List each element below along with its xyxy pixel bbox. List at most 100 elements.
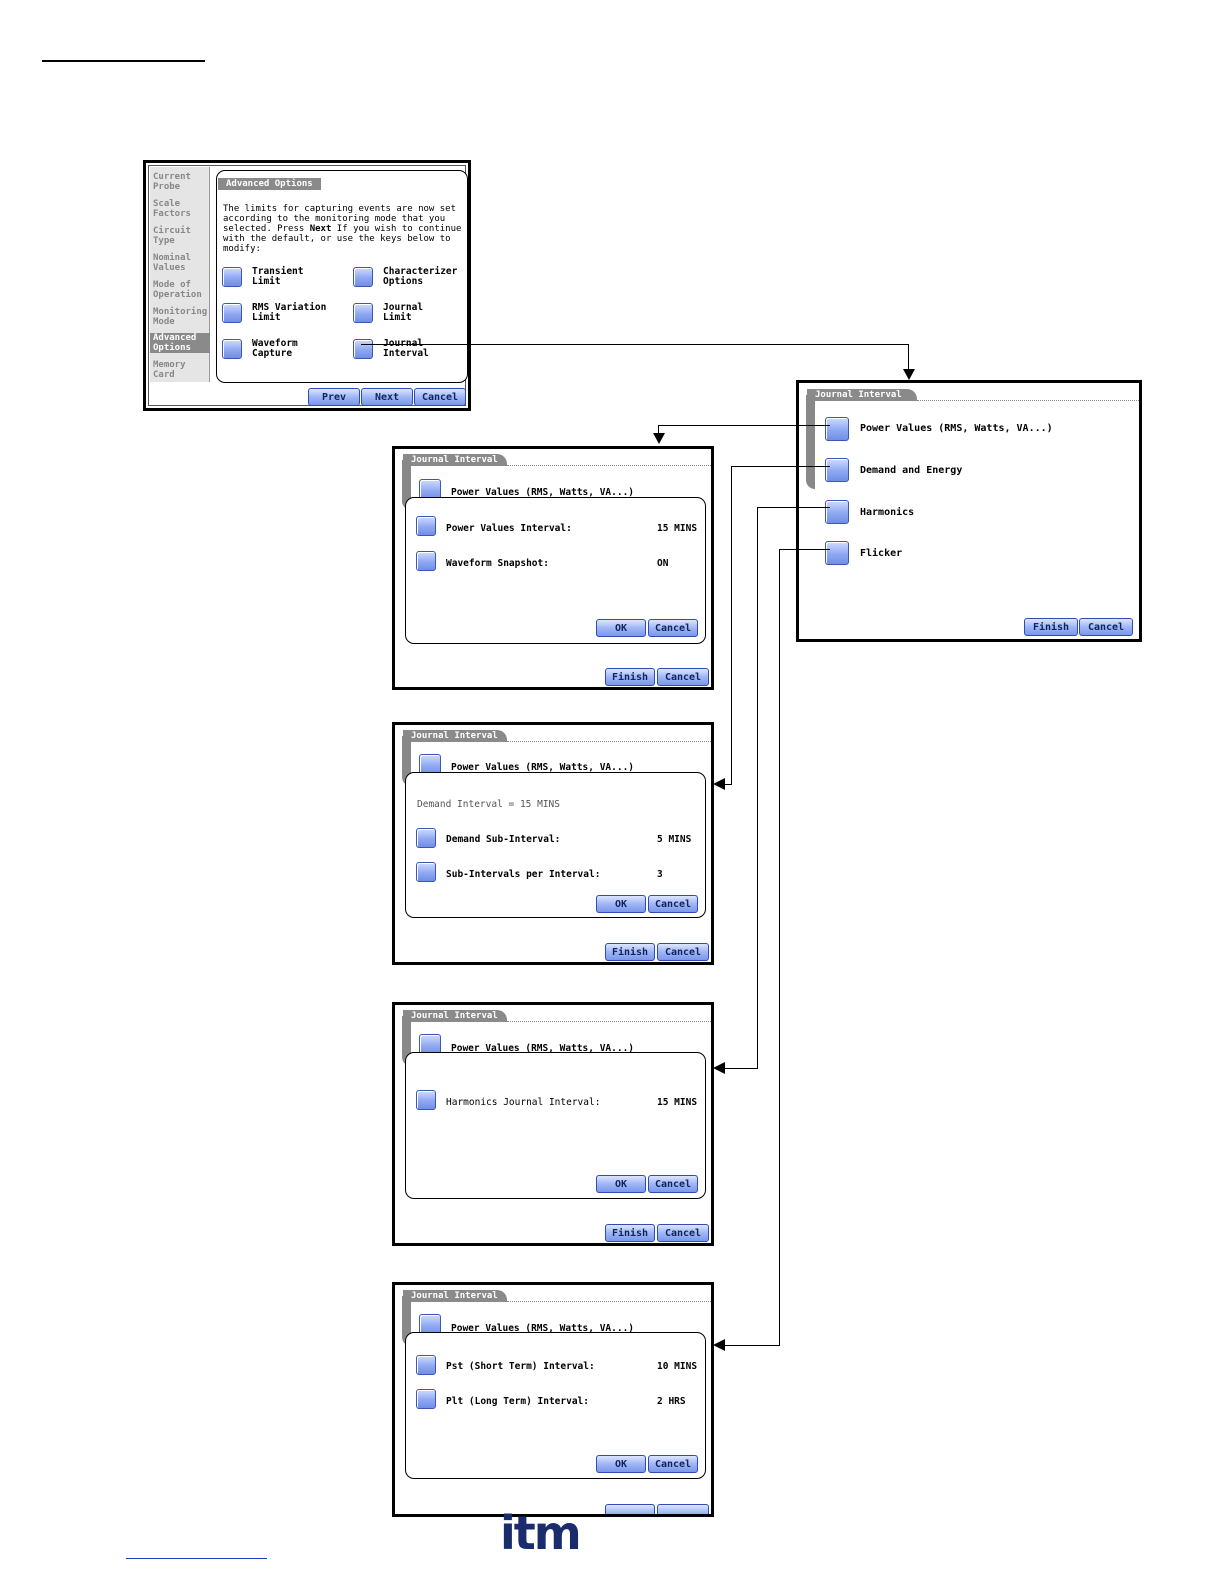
flicker-label: Flicker	[860, 548, 903, 559]
waveform-capture-button[interactable]	[222, 339, 242, 359]
sidebar-item-current-probe[interactable]: Current Probe	[153, 172, 191, 192]
plt-interval-button[interactable]	[416, 1389, 436, 1409]
finish-button[interactable]: Finish	[605, 668, 655, 686]
sidebar-item-nominal-values[interactable]: Nominal Values	[153, 253, 191, 273]
power-values-popup: Power Values Interval: 15 MINS Waveform …	[405, 497, 706, 644]
cancel-button[interactable]: Cancel	[657, 668, 709, 686]
cancel-button[interactable]: Cancel	[657, 1224, 709, 1242]
flicker-button[interactable]	[825, 541, 849, 565]
connector-arrow	[903, 369, 915, 380]
popup-cancel-button[interactable]: Cancel	[648, 895, 698, 913]
finish-button[interactable]: Finish	[1024, 618, 1078, 636]
harmonics-button[interactable]	[825, 500, 849, 524]
demand-sub-interval-label: Demand Sub-Interval:	[446, 834, 561, 845]
connector-line	[361, 344, 909, 345]
pst-interval-value: 10 MINS	[657, 1361, 698, 1372]
sidebar-item-memory-card[interactable]: Memory Card	[153, 360, 186, 380]
cancel-button[interactable]: Cancel	[1079, 618, 1133, 636]
power-values-label: Power Values (RMS, Watts, VA...)	[860, 423, 1053, 434]
power-values-label: Power Values (RMS, Watts, VA...)	[451, 487, 635, 498]
pst-interval-button[interactable]	[416, 1355, 436, 1375]
connector-line	[724, 784, 732, 785]
connector-line	[724, 1345, 780, 1346]
demand-energy-button[interactable]	[825, 458, 849, 482]
journal-limit-label: Journal Limit	[383, 302, 424, 323]
journal-interval-tab: Journal Interval	[403, 1010, 507, 1022]
characterizer-options-label: Characterizer Options	[383, 266, 458, 287]
power-values-label: Power Values (RMS, Watts, VA...)	[451, 1043, 635, 1054]
demand-energy-label: Demand and Energy	[860, 465, 963, 476]
finish-button[interactable]: Finish	[605, 1224, 655, 1242]
power-values-label: Power Values (RMS, Watts, VA...)	[451, 762, 635, 773]
flicker-popup: Pst (Short Term) Interval: 10 MINS Plt (…	[405, 1332, 706, 1479]
prev-button[interactable]: Prev	[308, 388, 360, 406]
demand-sub-interval-button[interactable]	[416, 828, 436, 848]
connector-line	[779, 549, 780, 1346]
sub-intervals-per-interval-value: 3	[657, 869, 663, 880]
harmonics-label: Harmonics	[860, 507, 915, 518]
journal-interval-screen: Journal Interval Power Values (RMS, Watt…	[796, 380, 1142, 642]
sidebar-item-circuit-type[interactable]: Circuit Type	[153, 226, 191, 246]
next-button[interactable]: Next	[361, 388, 413, 406]
popup-cancel-button[interactable]: Cancel	[648, 1455, 698, 1473]
power-values-interval-label: Power Values Interval:	[446, 523, 572, 534]
sidebar-item-advanced-options[interactable]: Advanced Options	[150, 333, 210, 353]
connector-line	[658, 425, 830, 426]
transient-limit-button[interactable]	[222, 267, 242, 287]
power-values-button[interactable]	[825, 417, 849, 441]
connector-line	[731, 466, 830, 467]
journal-interval-tab: Journal Interval	[807, 389, 917, 401]
transient-limit-label: Transient Limit	[252, 266, 304, 287]
ok-button[interactable]: OK	[596, 895, 646, 913]
flicker-screen: Journal Interval Power Values (RMS, Watt…	[392, 1282, 714, 1517]
waveform-capture-label: Waveform Capture	[252, 338, 298, 359]
harmonics-journal-interval-button[interactable]	[416, 1090, 436, 1110]
connector-line	[658, 425, 659, 436]
itm-logo: itm	[500, 1506, 582, 1560]
popup-cancel-button[interactable]: Cancel	[648, 1175, 698, 1193]
connector-arrow	[713, 1062, 725, 1074]
waveform-snapshot-value: ON	[657, 558, 669, 569]
waveform-snapshot-button[interactable]	[416, 551, 436, 571]
connector-line	[731, 466, 732, 784]
journal-interval-button[interactable]	[353, 339, 373, 359]
ok-button[interactable]: OK	[596, 619, 646, 637]
header-rule	[42, 60, 205, 62]
demand-energy-screen: Journal Interval Power Values (RMS, Watt…	[392, 722, 714, 965]
power-values-label: Power Values (RMS, Watts, VA...)	[451, 1323, 635, 1334]
advanced-options-screen: Current Probe Scale Factors Circuit Type…	[143, 160, 471, 411]
journal-interval-tab: Journal Interval	[403, 1290, 507, 1302]
connector-arrow	[653, 433, 665, 444]
demand-sub-interval-value: 5 MINS	[657, 834, 692, 845]
advanced-options-panel: Advanced Options The limits for capturin…	[216, 170, 468, 383]
sub-intervals-per-interval-button[interactable]	[416, 862, 436, 882]
cancel-button[interactable]: Cancel	[657, 943, 709, 961]
journal-interval-label: Journal Interval	[383, 339, 429, 359]
cancel-button-partial[interactable]	[657, 1504, 709, 1514]
journal-limit-button[interactable]	[353, 303, 373, 323]
demand-energy-popup: Demand Interval = 15 MINS Demand Sub-Int…	[405, 772, 706, 918]
sidebar-item-mode-of-operation[interactable]: Mode of Operation	[153, 280, 202, 300]
rms-variation-limit-button[interactable]	[222, 303, 242, 323]
sidebar-item-monitoring-mode[interactable]: Monitoring Mode	[153, 307, 208, 327]
setup-sidebar: Current Probe Scale Factors Circuit Type…	[150, 167, 210, 382]
finish-button[interactable]: Finish	[605, 943, 655, 961]
connector-line	[757, 507, 758, 1069]
pst-interval-label: Pst (Short Term) Interval:	[446, 1361, 595, 1372]
advanced-options-description: The limits for capturing events are now …	[223, 204, 462, 254]
connector-line	[757, 507, 830, 508]
connector-arrow	[713, 1339, 725, 1351]
sidebar-item-scale-factors[interactable]: Scale Factors	[153, 199, 191, 219]
harmonics-screen: Journal Interval Power Values (RMS, Watt…	[392, 1002, 714, 1246]
popup-cancel-button[interactable]: Cancel	[648, 619, 698, 637]
power-values-screen: Journal Interval Power Values (RMS, Watt…	[392, 446, 714, 690]
cancel-button[interactable]: Cancel	[414, 388, 466, 406]
ok-button[interactable]: OK	[596, 1175, 646, 1193]
sub-intervals-per-interval-label: Sub-Intervals per Interval:	[446, 869, 601, 880]
finish-button-partial[interactable]	[605, 1504, 655, 1514]
power-values-interval-button[interactable]	[416, 516, 436, 536]
characterizer-options-button[interactable]	[353, 267, 373, 287]
harmonics-popup: Harmonics Journal Interval: 15 MINS OK C…	[405, 1052, 706, 1199]
ok-button[interactable]: OK	[596, 1455, 646, 1473]
connector-line	[908, 344, 909, 369]
